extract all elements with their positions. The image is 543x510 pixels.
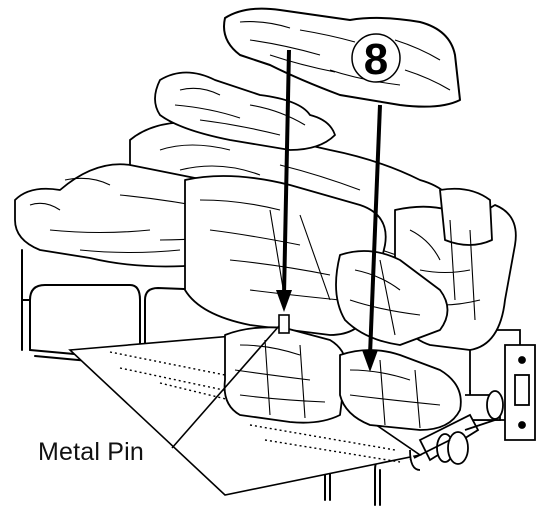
left-placement-arrow-shaft xyxy=(282,49,291,296)
step-number-badge: 8 xyxy=(351,33,401,84)
log-8 xyxy=(223,7,461,108)
lower-front-log-left xyxy=(223,326,347,424)
step-number: 8 xyxy=(364,35,388,84)
metal-pin-label: Metal Pin xyxy=(38,438,145,466)
metal-pin xyxy=(278,314,290,334)
right-placement-arrow-shaft xyxy=(368,104,382,356)
burner-valve-assembly xyxy=(409,329,536,471)
right-placement-arrow-head xyxy=(362,350,378,372)
lower-front-log-right xyxy=(339,349,462,431)
front-diagonal-log xyxy=(335,250,449,346)
metal-pin-leader-line xyxy=(171,325,280,449)
upper-left-log xyxy=(154,71,336,151)
placement-arrows xyxy=(276,49,382,372)
left-placement-arrow-head xyxy=(276,290,292,312)
